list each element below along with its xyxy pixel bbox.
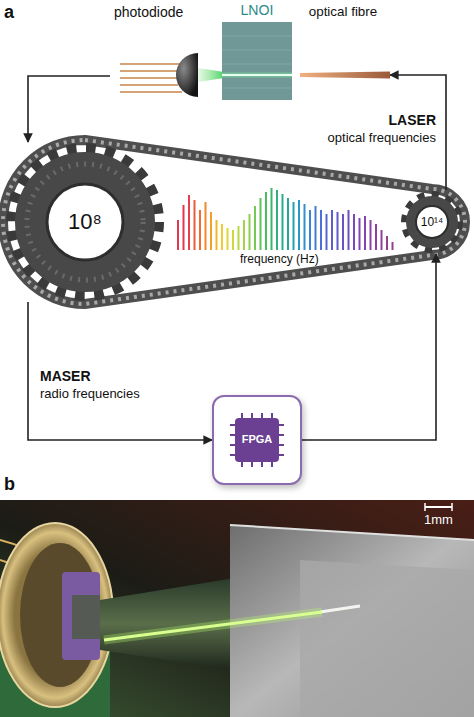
node-text: FPGA: [242, 433, 273, 446]
signal-description: optical frequencies: [328, 130, 436, 145]
panel-letter: b: [4, 474, 15, 495]
large-gear: 10⁸: [5, 142, 165, 302]
small-gear: 10¹⁴: [400, 190, 464, 254]
scale-bar: [425, 506, 452, 508]
signal-name: LASER: [389, 112, 436, 128]
node-text: optical fibre: [296, 4, 390, 20]
photodiode-node: photodiode: [110, 4, 215, 104]
optical-fibre: optical fibre: [296, 4, 390, 84]
scale-label: 1mm: [424, 512, 453, 527]
flow-arrow: [302, 254, 436, 440]
light-beam: [198, 68, 224, 82]
node-text: 10¹⁴: [421, 215, 444, 229]
chain: [3, 140, 465, 304]
chain-links: [3, 140, 465, 304]
lnoi-chip: LNOI: [222, 2, 292, 102]
panel-letter: a: [4, 2, 14, 23]
flow-arrow: [28, 76, 110, 142]
flow-arrow: [28, 302, 212, 440]
axis-label: frequency (Hz): [240, 252, 319, 266]
signal-description: radio frequencies: [40, 386, 140, 401]
node-text: photodiode: [114, 4, 215, 21]
node-text: 10⁸: [68, 209, 102, 235]
device-photo: [0, 500, 474, 717]
node-text: LNOI: [222, 2, 292, 19]
signal-name: MASER: [40, 368, 91, 384]
fpga-chip: FPGA: [212, 395, 302, 485]
frequency-comb: [178, 188, 393, 250]
